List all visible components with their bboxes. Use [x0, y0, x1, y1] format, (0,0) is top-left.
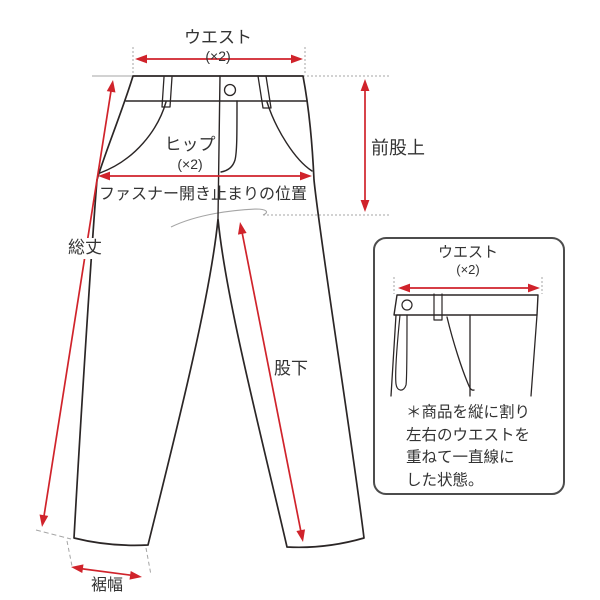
waist-label: ウエスト	[184, 28, 252, 47]
inset-note-line: ＊商品を縦に割り	[406, 404, 531, 421]
zipper-stop-label: ファスナー開き止まりの位置	[99, 186, 308, 203]
inset-waist-arrow	[398, 283, 540, 293]
button	[223, 83, 237, 97]
inset-belt-loop	[433, 293, 443, 321]
inset-button	[401, 299, 413, 311]
zipper-pointer-swoosh	[170, 208, 268, 228]
front-rise-label: 前股上	[371, 138, 425, 158]
inset-note-line: 左右のウエストを	[406, 426, 531, 444]
fly-stitch	[220, 100, 238, 173]
inset-pocket-opening	[446, 316, 475, 391]
pants-silhouette	[73, 75, 365, 549]
pants-drawing	[73, 75, 365, 549]
reference-lines	[35, 47, 389, 576]
pocket-right	[266, 101, 313, 172]
front-rise-arrow	[360, 79, 370, 212]
inset-waistband-drawing	[390, 293, 539, 397]
waist-arrow	[135, 54, 303, 64]
belt-loop-right	[257, 75, 272, 109]
inset-box	[373, 237, 565, 495]
inset-note-line: 重ねて一直線に	[406, 449, 515, 466]
inset-waist-multiplier: (×2)	[456, 262, 480, 277]
inseam-label: 股下	[274, 359, 308, 378]
center-front-seam	[217, 75, 221, 219]
inset-waist-label: ウエスト	[437, 244, 499, 261]
inset-left-seam	[390, 314, 397, 397]
hip-arrow	[98, 171, 312, 181]
hem-width-arrow	[71, 564, 142, 580]
inset-right-seam	[530, 314, 538, 397]
waist-multiplier: (×2)	[205, 48, 231, 64]
inset-note-line: した状態。	[406, 471, 484, 489]
pocket-left	[99, 101, 167, 174]
belt-loop-left	[161, 76, 173, 108]
inseam-arrow	[237, 222, 306, 542]
hem-width-label: 裾幅	[90, 577, 124, 594]
inset-waistband	[393, 294, 539, 316]
hip-multiplier: (×2)	[177, 156, 203, 172]
total-length-arrow	[39, 80, 116, 527]
inset-note: ＊商品を縦に割り 左右のウエストを 重ねて一直線に した状態。	[406, 402, 530, 492]
inset-pocket-bag	[395, 314, 408, 391]
total-length-label: 総丈	[65, 238, 105, 259]
dimension-arrows	[39, 54, 370, 580]
hip-label: ヒップ	[164, 135, 216, 154]
